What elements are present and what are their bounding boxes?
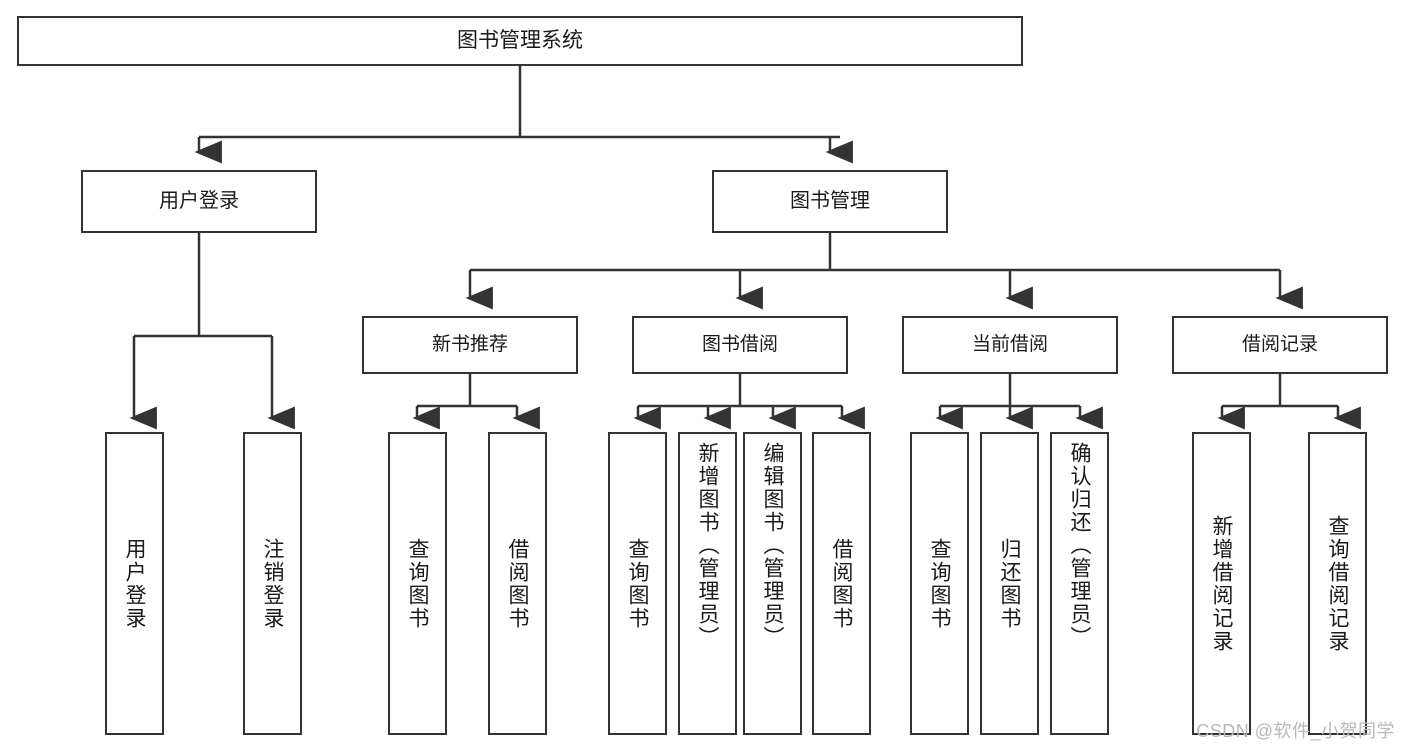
leaf-edit-book[interactable]: 编辑图书（管理员） <box>743 432 802 735</box>
leaf-query-record-label: 查询借阅记录 <box>1326 514 1349 653</box>
node-current-borrow-label: 当前借阅 <box>971 334 1048 356</box>
node-book-borrow-label: 图书借阅 <box>701 334 778 356</box>
leaf-add-record[interactable]: 新增借阅记录 <box>1192 432 1251 735</box>
leaf-user-login[interactable]: 用户登录 <box>105 432 164 735</box>
leaf-add-book-label: 新增图书（管理员） <box>696 442 719 649</box>
leaf-logout-label: 注销登录 <box>261 537 284 630</box>
leaf-borrow-book-1-label: 借阅图书 <box>506 537 529 630</box>
leaf-add-book[interactable]: 新增图书（管理员） <box>678 432 737 735</box>
leaf-return-book[interactable]: 归还图书 <box>980 432 1039 735</box>
node-new-book-recommend-label: 新书推荐 <box>431 334 508 356</box>
leaf-return-book-label: 归还图书 <box>998 537 1021 630</box>
leaf-query-book-3-label: 查询图书 <box>928 537 951 630</box>
node-borrow-record-label: 借阅记录 <box>1241 334 1318 356</box>
leaf-user-login-label: 用户登录 <box>123 537 146 630</box>
node-root-label: 图书管理系统 <box>457 28 583 52</box>
node-new-book-recommend[interactable]: 新书推荐 <box>362 316 578 374</box>
leaf-add-record-label: 新增借阅记录 <box>1210 514 1233 653</box>
node-borrow-record[interactable]: 借阅记录 <box>1172 316 1388 374</box>
node-user-login[interactable]: 用户登录 <box>81 170 317 233</box>
leaf-borrow-book-2[interactable]: 借阅图书 <box>812 432 871 735</box>
leaf-query-record[interactable]: 查询借阅记录 <box>1308 432 1367 735</box>
leaf-query-book-2[interactable]: 查询图书 <box>608 432 667 735</box>
leaf-logout[interactable]: 注销登录 <box>243 432 302 735</box>
leaf-query-book-2-label: 查询图书 <box>626 537 649 630</box>
leaf-borrow-book-1[interactable]: 借阅图书 <box>488 432 547 735</box>
leaf-query-book-1-label: 查询图书 <box>406 537 429 630</box>
leaf-query-book-1[interactable]: 查询图书 <box>388 432 447 735</box>
node-book-manage[interactable]: 图书管理 <box>712 170 948 233</box>
leaf-confirm-return-label: 确认归还（管理员） <box>1068 442 1091 649</box>
watermark-text: CSDN @软件_小贺同学 <box>1196 721 1395 741</box>
node-book-borrow[interactable]: 图书借阅 <box>632 316 848 374</box>
leaf-confirm-return[interactable]: 确认归还（管理员） <box>1050 432 1109 735</box>
node-user-login-label: 用户登录 <box>159 190 239 212</box>
leaf-borrow-book-2-label: 借阅图书 <box>830 537 853 630</box>
leaf-edit-book-label: 编辑图书（管理员） <box>761 442 784 649</box>
node-current-borrow[interactable]: 当前借阅 <box>902 316 1118 374</box>
leaf-query-book-3[interactable]: 查询图书 <box>910 432 969 735</box>
node-root[interactable]: 图书管理系统 <box>17 16 1023 66</box>
node-book-manage-label: 图书管理 <box>790 190 870 212</box>
